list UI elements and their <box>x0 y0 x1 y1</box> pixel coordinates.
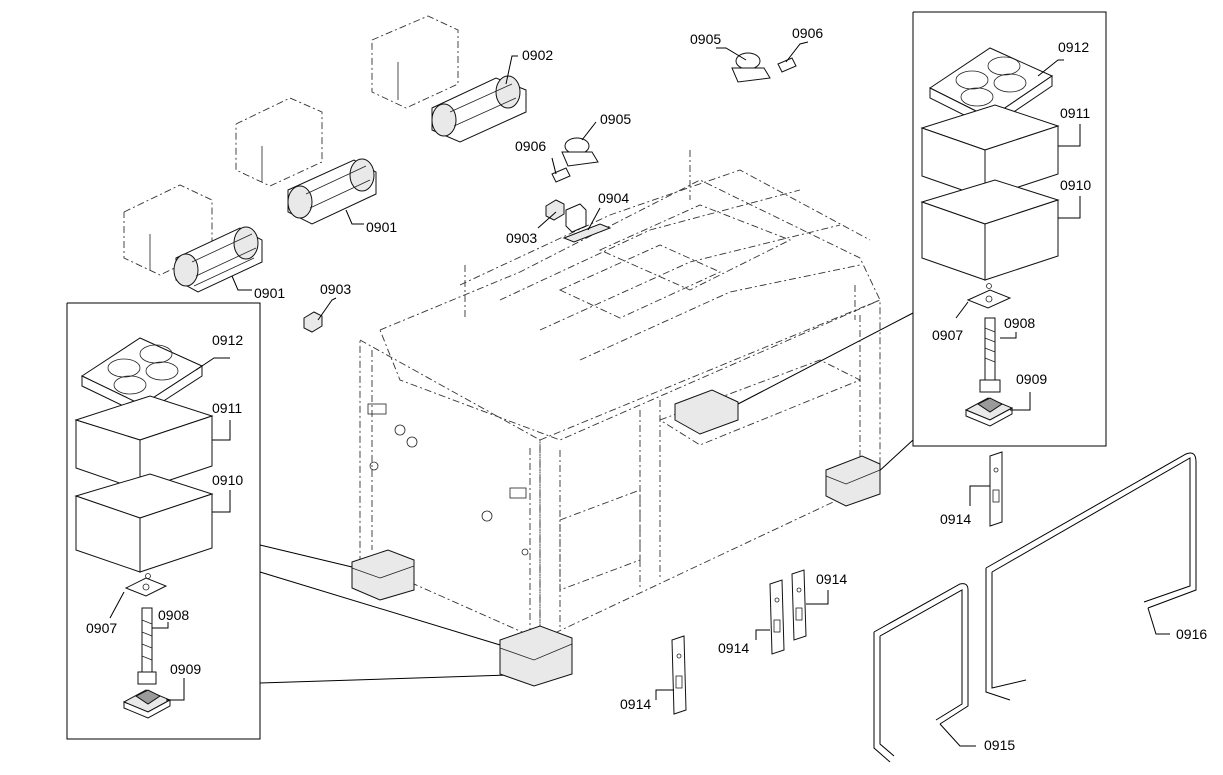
callout-0907-left: 0907 <box>86 620 117 636</box>
switch-0903-right <box>545 199 565 221</box>
callout-0901-lower: 0901 <box>254 285 285 301</box>
callout-0904: 0904 <box>598 190 629 206</box>
detail-box-right <box>737 11 1107 475</box>
insulation-box-0910-left <box>74 473 214 573</box>
callout-0905-middle: 0905 <box>600 111 631 127</box>
callout-0914-bottom: 0914 <box>620 696 651 712</box>
callout-0916: 0916 <box>1176 626 1207 642</box>
callout-0914-mid-right: 0914 <box>816 571 847 587</box>
hinge-0914-right <box>989 451 1003 527</box>
detail-box-left <box>66 302 511 740</box>
foot-pad-0909-right <box>964 397 1014 427</box>
rack-0915 <box>873 583 969 763</box>
callout-0915: 0915 <box>984 737 1015 753</box>
washer-0907-left <box>124 573 168 597</box>
callout-0914-right: 0914 <box>940 511 971 527</box>
callout-0911-right: 0911 <box>1060 105 1090 121</box>
callout-0908-left: 0908 <box>158 607 189 623</box>
callout-0909-right: 0909 <box>1016 371 1047 387</box>
callout-0912-right: 0912 <box>1058 39 1089 55</box>
fan-0901-upper <box>287 158 377 225</box>
callout-0907-right: 0907 <box>932 327 963 343</box>
callout-0906-middle: 0906 <box>515 138 546 154</box>
cover-box-0911-right <box>920 104 1060 199</box>
callout-0908-right: 0908 <box>1004 315 1035 331</box>
main-frame-chassis <box>351 150 881 687</box>
hinge-0914-bottom <box>671 635 687 715</box>
callout-0912-left: 0912 <box>212 332 243 348</box>
leveling-bolt-0908-right <box>979 317 1001 393</box>
callout-0909-left: 0909 <box>170 661 201 677</box>
callout-labels: 0901 0901 0902 0903 0903 0904 0905 0905 … <box>86 25 1207 753</box>
leveling-bolt-0908-left <box>137 607 157 685</box>
mounting-plate-0912-right <box>929 47 1054 129</box>
callout-0911-left: 0911 <box>212 400 242 416</box>
callout-0905-top: 0905 <box>690 31 721 47</box>
callout-0906-top: 0906 <box>792 25 823 41</box>
rack-0916 <box>985 452 1197 701</box>
bracket-0904 <box>562 203 612 243</box>
motor-0905-top <box>731 52 771 83</box>
hinge-0914-mid-left <box>769 579 785 655</box>
leader-lines <box>109 41 1170 747</box>
callout-0903-left: 0903 <box>320 281 351 297</box>
callout-0902: 0902 <box>522 47 553 63</box>
callout-0901-upper: 0901 <box>366 219 397 235</box>
hinge-0914-mid-right <box>791 569 807 641</box>
fan-bracket-frames <box>123 15 459 276</box>
cover-box-0911-left <box>74 395 214 491</box>
motor-0905-middle <box>561 137 599 167</box>
callout-0914-mid-left: 0914 <box>718 640 749 656</box>
fan-0901-lower <box>173 226 263 293</box>
washer-0907-right <box>966 283 1012 309</box>
sensor-0906-middle <box>551 167 571 183</box>
callout-0903-right: 0903 <box>506 230 537 246</box>
insulation-box-0910-right <box>920 179 1060 281</box>
callout-0910-left: 0910 <box>212 472 243 488</box>
switch-0903-left <box>303 311 323 333</box>
callout-0910-right: 0910 <box>1060 177 1091 193</box>
fan-0902 <box>431 75 527 143</box>
foot-pad-0909-left <box>122 689 172 719</box>
